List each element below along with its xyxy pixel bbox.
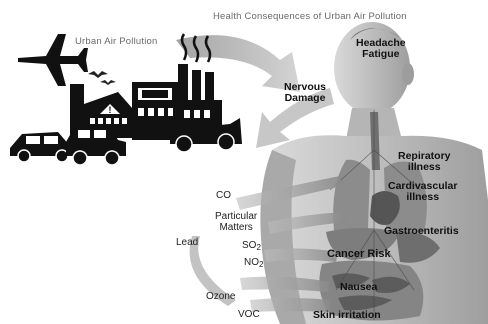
pollutant-co: CO — [216, 191, 231, 202]
pollutant-no2-base: NO — [244, 257, 259, 268]
effect-cardiovascular: Cardivascular illness — [388, 181, 457, 203]
effect-gastroenteritis: Gastroenteritis — [384, 226, 459, 237]
pollutant-particulate: Particular Matters — [215, 212, 257, 233]
effect-nervous: Nervous Damage — [284, 82, 326, 104]
pollutant-lead: Lead — [176, 238, 198, 249]
effect-respiratory-line2: illness — [398, 162, 451, 173]
diagram-title: Health Consequences of Urban Air Polluti… — [213, 12, 407, 22]
birds-icon — [88, 71, 116, 85]
source-label: Urban Air Pollution — [75, 37, 157, 47]
pollutant-particulate-line1: Particular — [215, 212, 257, 223]
effect-cancer-risk: Cancer Risk — [327, 249, 391, 261]
effect-respiratory: Repiratory illness — [398, 151, 451, 173]
effect-skin-irritation: Skin irritation — [313, 310, 381, 321]
pollutant-so2: SO2 — [242, 241, 261, 252]
effect-headache-line2: Fatigue — [356, 49, 406, 60]
pollutant-no2: NO2 — [244, 258, 263, 269]
effect-nervous-line2: Damage — [284, 93, 326, 104]
pollutant-so2-base: SO — [242, 240, 256, 251]
pollutant-ozone: Ozone — [206, 292, 235, 303]
effect-cardio-line2: illness — [388, 192, 457, 203]
pollutant-voc: VOC — [238, 310, 260, 321]
pollutant-no2-sub: 2 — [259, 260, 263, 269]
pollutant-so2-sub: 2 — [256, 243, 260, 252]
svg-text:!: ! — [109, 105, 112, 115]
effect-headache: Headache Fatigue — [356, 38, 406, 60]
effect-nausea: Nausea — [340, 282, 377, 293]
pollutant-particulate-line2: Matters — [215, 223, 257, 234]
